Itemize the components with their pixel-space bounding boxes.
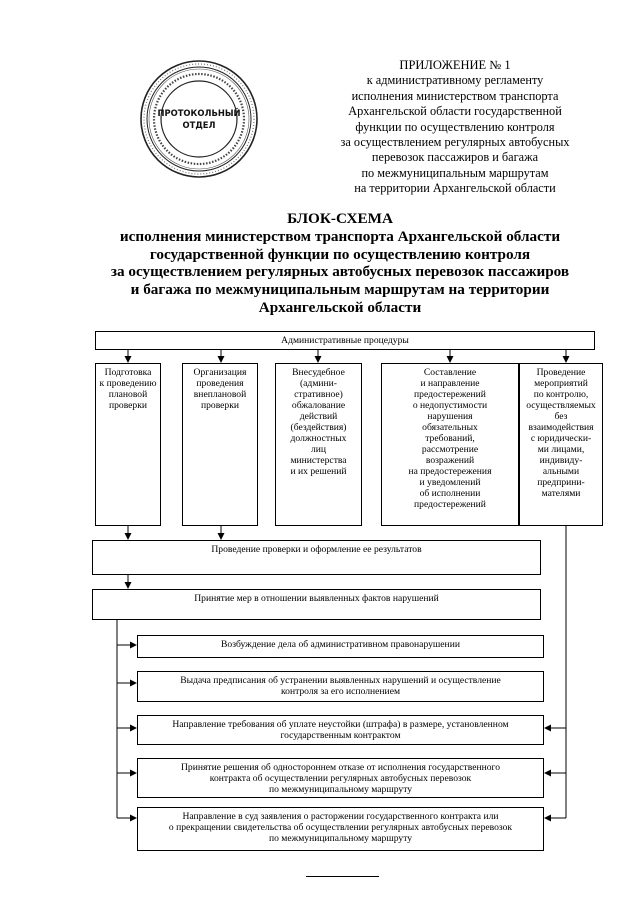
measure5-line: Направление в суд заявления о расторжени… [182, 811, 499, 822]
col4-line: предостережений [414, 389, 486, 400]
appendix-line: на территории Архангельской области [354, 181, 556, 196]
appendix-line: Архангельской области государственной [348, 104, 562, 119]
appendix-line: за осуществлением регулярных автобусных [340, 135, 570, 150]
box-control-measures: Проведение мероприятий по контролю, осущ… [519, 363, 603, 526]
col5-line: индивиду- [539, 455, 583, 466]
appendix-line: функции по осуществлению контроля [355, 119, 555, 134]
title-main: БЛОК-СХЕМА [287, 210, 393, 227]
box-prescription: Выдача предписания об устранении выявлен… [137, 671, 544, 702]
measure5-line: о прекращении свидетельства об осуществл… [168, 822, 513, 833]
col1-line: Подготовка [104, 367, 152, 378]
col3-line: обжалование [291, 400, 346, 411]
col4-line: и уведомлений [419, 477, 481, 488]
col5-line: Проведение [536, 367, 586, 378]
box-planned-inspection: Подготовка к проведению плановой проверк… [95, 363, 161, 526]
col4-line: предостережений [414, 499, 486, 510]
col4-line: об исполнении [419, 488, 481, 499]
col4-line: нарушения [427, 411, 473, 422]
measure3-line: Направление требования об уплате неустой… [172, 719, 509, 730]
col5-line: альными [542, 466, 580, 477]
box-appeal: Внесудебное (админи- стративное) обжалов… [275, 363, 362, 526]
box-court-application: Направление в суд заявления о расторжени… [137, 807, 544, 851]
measure1-line: Возбуждение дела об административном пра… [221, 639, 460, 650]
col5-line: осуществляемых [526, 400, 596, 411]
col3-line: действий [299, 411, 338, 422]
col3-line: (админи- [299, 378, 337, 389]
title-line: исполнения министерством транспорта Арха… [119, 227, 561, 245]
col3-line: Внесудебное [292, 367, 345, 378]
appendix-line: перевозок пассажиров и багажа [371, 150, 539, 165]
col1-line: проверки [108, 400, 148, 411]
stamp-text-line-2: ОТДЕЛ [183, 120, 216, 130]
col4-line: Составление [423, 367, 477, 378]
col4-line: на предостережения [408, 466, 492, 477]
col3-line: стративное) [294, 389, 343, 400]
box-administrative-offense: Возбуждение дела об административном пра… [137, 635, 544, 658]
appendix-line: к административному регламенту [366, 73, 544, 88]
measure2-line: Выдача предписания об устранении выявлен… [180, 675, 501, 686]
col5-line: с юридически- [530, 433, 592, 444]
appendix-header: ПРИЛОЖЕНИЕ № 1 к административному регла… [330, 58, 580, 197]
box-contract-refusal: Принятие решения об одностороннем отказе… [137, 758, 544, 798]
col3-line: и их решений [290, 466, 347, 477]
box-administrative-procedures: Административные процедуры [95, 331, 595, 350]
box-warnings: Составление и направление предостережени… [381, 363, 519, 526]
box-measures-taken: Принятие мер в отношении выявленных факт… [92, 589, 541, 620]
col4-line: рассмотрение [421, 444, 479, 455]
col3-line: министерства [290, 455, 347, 466]
col4-line: о недопустимости [412, 400, 488, 411]
col5-line: мателями [541, 488, 581, 499]
col1-line: к проведению [99, 378, 157, 389]
col5-line: мероприятий [534, 378, 588, 389]
col5-line: по контролю, [533, 389, 589, 400]
official-stamp: ПРОТОКОЛЬНЫЙ ОТДЕЛ [138, 58, 260, 180]
document-title: БЛОК-СХЕМА исполнения министерством тран… [60, 210, 620, 317]
measure5-line: по межмуниципальному маршруту [268, 833, 413, 844]
col2-line: Организация [193, 367, 247, 378]
measure4-line: контракта об осуществлении регулярных ав… [209, 773, 472, 784]
measure3-line: государственным контрактом [280, 730, 401, 741]
col3-line: (бездействия) [290, 422, 347, 433]
footer-rule [306, 876, 379, 877]
appendix-line: исполнения министерством транспорта [351, 88, 559, 103]
appendix-title: ПРИЛОЖЕНИЕ № 1 [399, 58, 511, 72]
measure4-line: Принятие решения об одностороннем отказе… [180, 762, 501, 773]
col2-line: проверки [200, 400, 240, 411]
box-unplanned-inspection: Организация проведения внеплановой прове… [182, 363, 258, 526]
stamp-text-line-1: ПРОТОКОЛЬНЫЙ [157, 107, 240, 118]
measure4-line: по межмуниципальному маршруту [268, 784, 413, 795]
col4-line: возражений [425, 455, 475, 466]
box-penalty-demand: Направление требования об уплате неустой… [137, 715, 544, 745]
col5-line: взаимодействия [528, 422, 594, 433]
title-line: Архангельской области [258, 298, 422, 316]
col3-line: лиц [310, 444, 327, 455]
col5-line: предприни- [537, 477, 585, 488]
measure2-line: контроля за его исполнением [280, 686, 401, 697]
title-line: государственной функции по осуществлению… [149, 245, 531, 263]
col5-line: без [554, 411, 568, 422]
col4-line: обязательных [422, 422, 478, 433]
col4-line: и направление [420, 378, 480, 389]
col2-line: проведения [196, 378, 244, 389]
col2-line: внеплановой [193, 389, 247, 400]
title-line: и багажа по межмуниципальным маршрутам н… [130, 281, 550, 299]
appendix-line: по межмуниципальным маршрутам [361, 165, 549, 180]
col4-line: требований, [425, 433, 475, 444]
col1-line: плановой [108, 389, 148, 400]
title-line: за осуществлением регулярных автобусных … [110, 263, 570, 281]
col5-line: ми лицами, [537, 444, 585, 455]
box-inspection-results: Проведение проверки и оформление ее резу… [92, 540, 541, 575]
col3-line: должностных [290, 433, 347, 444]
